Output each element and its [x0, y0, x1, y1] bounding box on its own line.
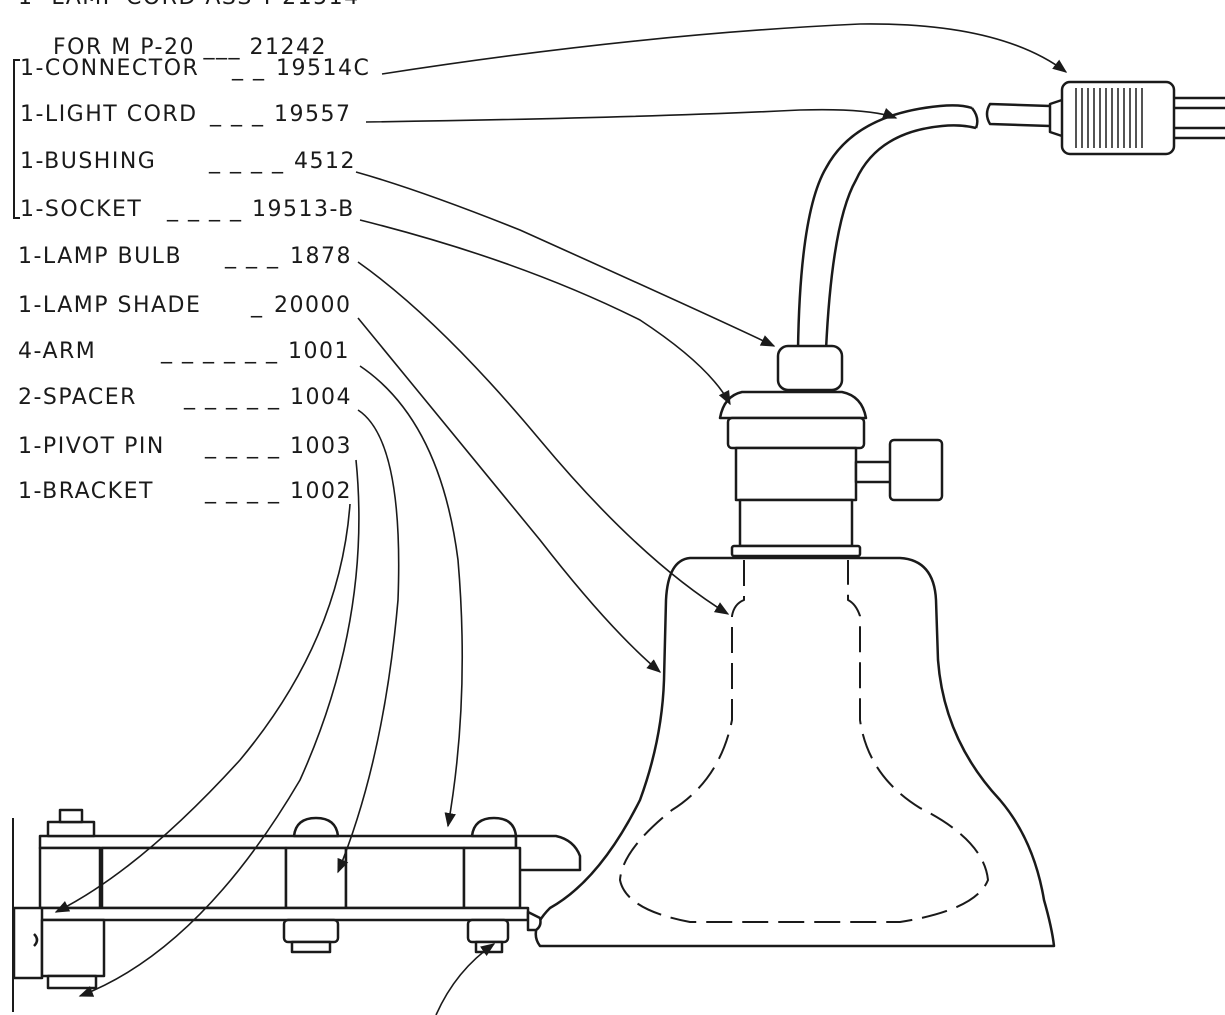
part-row: 1-BRACKET _ _ _ _ 1002: [18, 480, 352, 506]
part-name: 1-LIGHT CORD: [20, 102, 198, 127]
part-leader-dashes: _ _ _ _: [205, 434, 281, 459]
part-row: 2-SPACER _ _ _ _ _ 1004: [18, 386, 352, 412]
lamp-drawing: [12, 80, 1225, 1012]
part-number: 1878: [290, 244, 352, 269]
leader-bracket: [54, 503, 351, 913]
part-leader-dashes: _ _ _ _ _: [184, 385, 281, 410]
part-number: 1003: [290, 434, 352, 459]
leader-arm: [359, 365, 464, 828]
part-leader-dashes: _ _ _ _: [209, 149, 285, 174]
part-number: 20000: [274, 293, 352, 318]
lamp-bulb-drawing: [619, 560, 989, 923]
lamp-shade-drawing: [534, 556, 1056, 948]
leader-lines: [54, 23, 1068, 1015]
part-row: 1-BUSHING _ _ _ _ 4512: [20, 150, 356, 176]
bushing-drawing: [776, 344, 844, 392]
part-row: 1-LIGHT CORD _ _ _ 19557: [20, 103, 352, 129]
part-number: 19513-B: [252, 197, 355, 222]
part-row: 4-ARM _ _ _ _ _ _ 1001: [18, 340, 350, 366]
leader-pivot-pin: [78, 459, 360, 997]
part-name: 1-BRACKET: [18, 479, 154, 504]
leader-unlabeled-nut: [435, 943, 496, 1015]
part-number: 19514C: [276, 56, 371, 81]
part-name: 1-BUSHING: [20, 149, 157, 174]
leader-connector: [381, 23, 1068, 75]
assembly-title-line2: FOR M P-20 ___ 21242: [36, 12, 327, 60]
part-leader-dashes: _ _: [232, 56, 266, 81]
part-leader-dashes: _ _ _ _: [205, 479, 281, 504]
socket-drawing: [718, 390, 944, 558]
part-leader-dashes: _ _ _: [225, 244, 280, 269]
plug-connector-drawing: [985, 80, 1225, 156]
leader-spacer: [337, 409, 400, 874]
assembly-bracket: [13, 59, 20, 219]
part-number: 4512: [294, 149, 356, 174]
part-row: 1-LAMP SHADE _ 20000: [18, 294, 352, 320]
leader-bushing: [355, 171, 776, 347]
part-number: 1001: [288, 339, 350, 364]
part-number: 1004: [290, 385, 352, 410]
assembly-title-line1: 1- LAMP CORD ASS'Y-21514: [18, 0, 360, 10]
part-name: 1-PIVOT PIN: [18, 434, 165, 459]
part-name: 1-CONNECTOR: [20, 56, 200, 81]
part-number: 19557: [274, 102, 352, 127]
part-row: 1-SOCKET _ _ _ _ 19513-B: [20, 198, 355, 224]
part-row: 1-LAMP BULB _ _ _ 1878: [18, 245, 352, 271]
part-name: 4-ARM: [18, 339, 97, 364]
part-leader-dashes: _: [251, 293, 264, 318]
leader-light-cord: [365, 107, 898, 123]
assembly-dash: ___: [194, 35, 250, 60]
part-number: 1002: [290, 479, 352, 504]
light-cord-drawing: [796, 104, 979, 351]
part-row: 1-CONNECTOR _ _ 19514C: [20, 57, 370, 83]
part-leader-dashes: _ _ _ _: [167, 197, 243, 222]
leader-lamp-shade: [357, 317, 662, 673]
part-name: 2-SPACER: [18, 385, 137, 410]
part-name: 1-LAMP BULB: [18, 244, 183, 269]
part-name: 1-LAMP SHADE: [18, 293, 202, 318]
part-leader-dashes: _ _ _ _ _ _: [161, 339, 279, 364]
assembly-number: 21242: [249, 35, 327, 60]
part-name: 1-SOCKET: [20, 197, 143, 222]
arm-bracket-drawing: [12, 808, 582, 990]
leader-lamp-bulb: [357, 261, 730, 615]
part-leader-dashes: _ _ _: [210, 102, 265, 127]
part-row: 1-PIVOT PIN _ _ _ _ 1003: [18, 435, 352, 461]
leader-socket: [359, 219, 731, 406]
assembly-subtitle: FOR M P-20: [53, 35, 195, 60]
